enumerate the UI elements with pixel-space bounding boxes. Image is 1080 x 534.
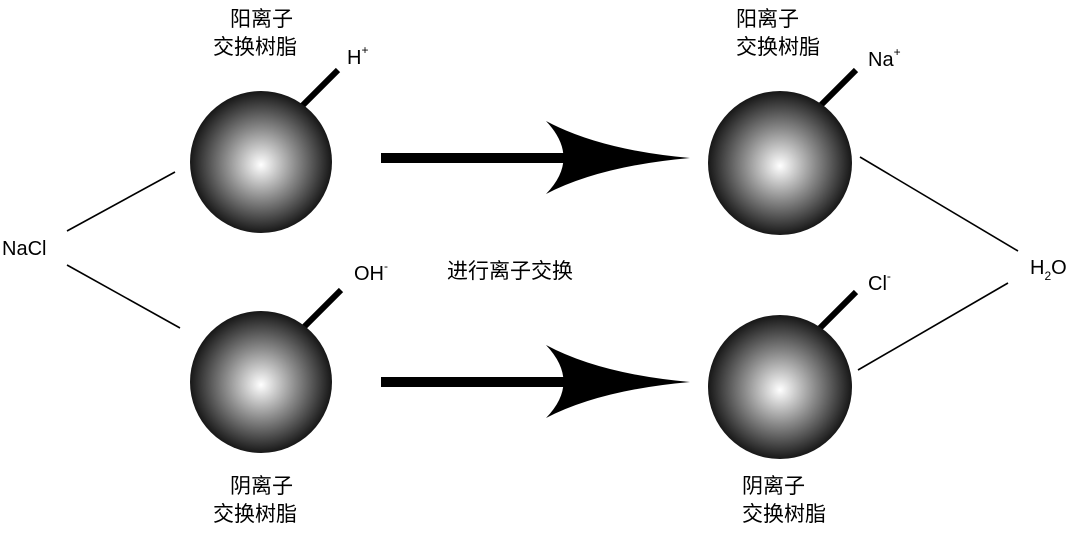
nacl-label: NaCl	[2, 238, 46, 260]
lower-reaction-arrow	[381, 345, 690, 418]
water-hydrogen: H	[1030, 257, 1044, 279]
anion-product-to-water-line	[857, 282, 1009, 371]
anion-product-bead	[708, 315, 852, 459]
anion-resin-ion-stick	[300, 287, 344, 331]
hydrogen-ion-charge: +	[361, 43, 368, 57]
sodium-ion-charge: +	[894, 45, 901, 59]
hydrogen-ion-symbol: H	[347, 47, 361, 69]
chloride-ion-charge: -	[887, 269, 891, 283]
anion-resin-label-line2: 交换树脂	[213, 502, 297, 526]
hydroxide-ion-charge: -	[384, 259, 388, 273]
cation-product-bead	[708, 91, 852, 235]
cation-resin-ion-stick	[297, 67, 341, 111]
cation-resin-bead	[190, 91, 332, 233]
water-oxygen: O	[1051, 257, 1067, 279]
anion-resin-bead	[190, 311, 332, 453]
nacl-to-anion-line	[66, 264, 181, 329]
nacl-to-cation-line	[66, 171, 176, 232]
cation-resin-label-line1: 阳离子	[230, 7, 293, 31]
cation-product-to-water-line	[859, 156, 1019, 252]
cation-product-label-line2: 交换树脂	[736, 35, 820, 59]
cation-product-label-line1: 阳离子	[736, 7, 799, 31]
cation-resin-label-line2: 交换树脂	[213, 35, 297, 59]
hydroxide-ion-symbol: OH	[354, 263, 384, 285]
upper-reaction-arrow	[381, 121, 690, 194]
process-label: 进行离子交换	[447, 259, 573, 283]
sodium-ion-symbol: Na	[868, 49, 894, 71]
anion-product-label-line1: 阴离子	[742, 474, 805, 498]
anion-product-ion-stick	[815, 289, 859, 333]
cation-product-ion-label: Na+	[868, 45, 901, 71]
cation-resin-ion-label: H+	[347, 43, 368, 69]
anion-resin-ion-label: OH-	[354, 259, 388, 285]
anion-resin-label-line1: 阴离子	[230, 474, 293, 498]
anion-product-ion-label: Cl-	[868, 269, 891, 295]
water-label: H2O	[1030, 257, 1067, 283]
water-subscript: 2	[1044, 269, 1051, 283]
cation-product-ion-stick	[815, 67, 859, 111]
anion-product-label-line2: 交换树脂	[742, 502, 826, 526]
chloride-ion-symbol: Cl	[868, 273, 887, 295]
